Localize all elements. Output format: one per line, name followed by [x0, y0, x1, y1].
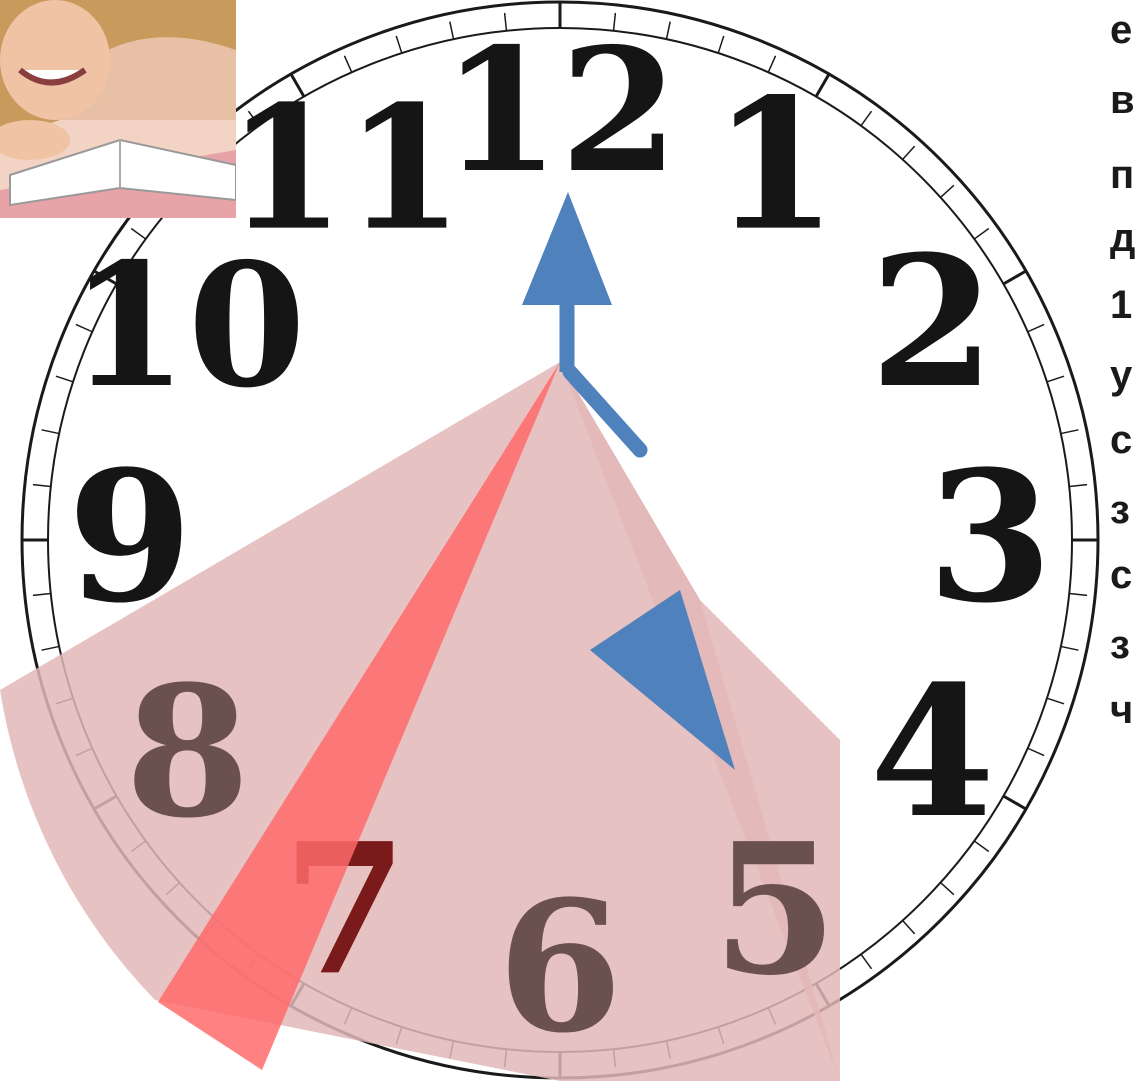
numeral-4: 4: [870, 647, 995, 858]
side-text-line: у: [1110, 355, 1132, 395]
numeral-3: 3: [927, 432, 1052, 643]
numeral-1: 1: [712, 60, 837, 271]
side-text-line: з: [1110, 490, 1130, 530]
side-text-line: п: [1110, 155, 1134, 195]
side-text-line: с: [1110, 555, 1132, 595]
numeral-11: 11: [227, 69, 464, 269]
side-text-line: з: [1110, 625, 1130, 665]
numeral-6: 6: [497, 862, 622, 1073]
numeral-5: 5: [712, 804, 837, 1015]
side-text-line: ч: [1110, 690, 1133, 730]
numeral-8: 8: [125, 647, 250, 858]
girl-reading-photo: [0, 0, 236, 218]
numeral-2: 2: [870, 217, 995, 428]
numeral-12: 12: [442, 11, 679, 211]
numeral-9: 9: [67, 432, 192, 643]
side-text-line: в: [1110, 80, 1135, 120]
side-text-line: с: [1110, 420, 1132, 460]
side-text-line: 1: [1110, 285, 1132, 325]
side-text-line: д: [1110, 218, 1135, 258]
side-text-line: е: [1110, 10, 1132, 50]
girl-reading-book-icon: [0, 0, 236, 218]
